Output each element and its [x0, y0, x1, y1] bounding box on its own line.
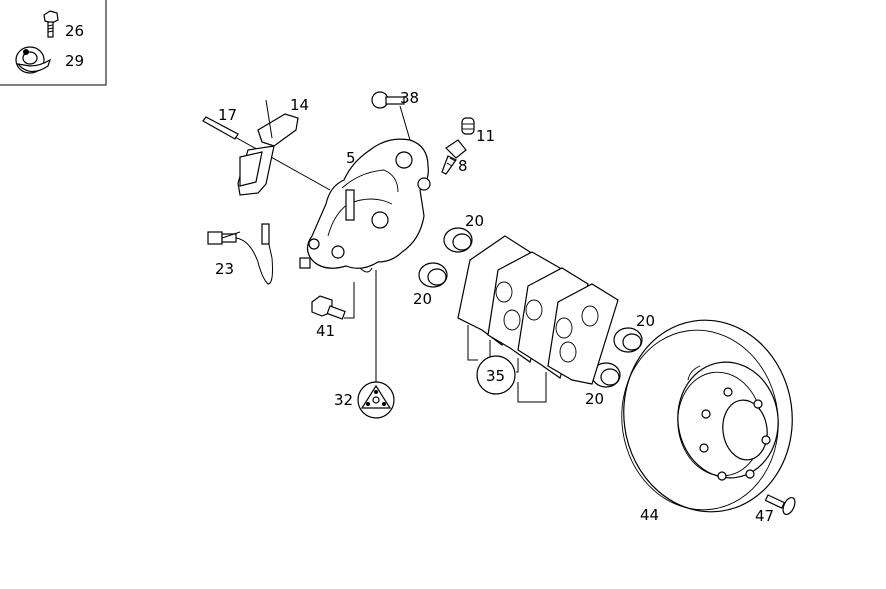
- piston-ring-20-upper: [443, 227, 473, 253]
- disc-screw-47: [764, 494, 796, 516]
- piston-ring-20-right-upper: [613, 327, 643, 353]
- callout-41: 41: [316, 322, 335, 340]
- callout-14: 14: [290, 96, 309, 114]
- guide-pin-17: [202, 116, 331, 191]
- bolt-icon: [43, 10, 59, 38]
- callout-11: 11: [476, 127, 495, 145]
- anti-rattle-spring-14: [237, 99, 299, 196]
- callout-47: 47: [755, 507, 774, 525]
- bleed-screw-38: [371, 91, 411, 141]
- callout-32: 32: [334, 391, 353, 409]
- callout-5: 5: [346, 149, 356, 167]
- callout-circle-35: [476, 355, 516, 395]
- clip-icon: [15, 46, 52, 74]
- piston-ring-20-lower: [418, 262, 448, 288]
- legend-label-29: 29: [65, 52, 84, 70]
- callout-44: 44: [640, 506, 659, 524]
- callout-20-lower: 20: [413, 290, 432, 308]
- bleeder-valve-8: [441, 139, 467, 175]
- callout-17: 17: [218, 106, 237, 124]
- brake-pad-set-35: [457, 235, 619, 403]
- callout-20-upper: 20: [465, 212, 484, 230]
- wear-sensor-23: [207, 223, 273, 285]
- caliper-bolt-41: [311, 282, 355, 320]
- piston-ring-20-right-lower: [591, 362, 621, 388]
- brake-caliper-5: [299, 138, 431, 273]
- dust-cap-11: [461, 117, 475, 135]
- callout-20-right-lower: 20: [585, 390, 604, 408]
- legend-box: 26 29: [0, 0, 107, 86]
- callout-35: 35: [486, 367, 505, 385]
- callout-8: 8: [458, 157, 468, 175]
- brake-disc-44: [621, 319, 793, 513]
- callout-20-right-upper: 20: [636, 312, 655, 330]
- callout-23: 23: [215, 260, 234, 278]
- legend-label-26: 26: [65, 22, 84, 40]
- callout-38: 38: [400, 89, 419, 107]
- bleed-cap-32: [357, 270, 395, 419]
